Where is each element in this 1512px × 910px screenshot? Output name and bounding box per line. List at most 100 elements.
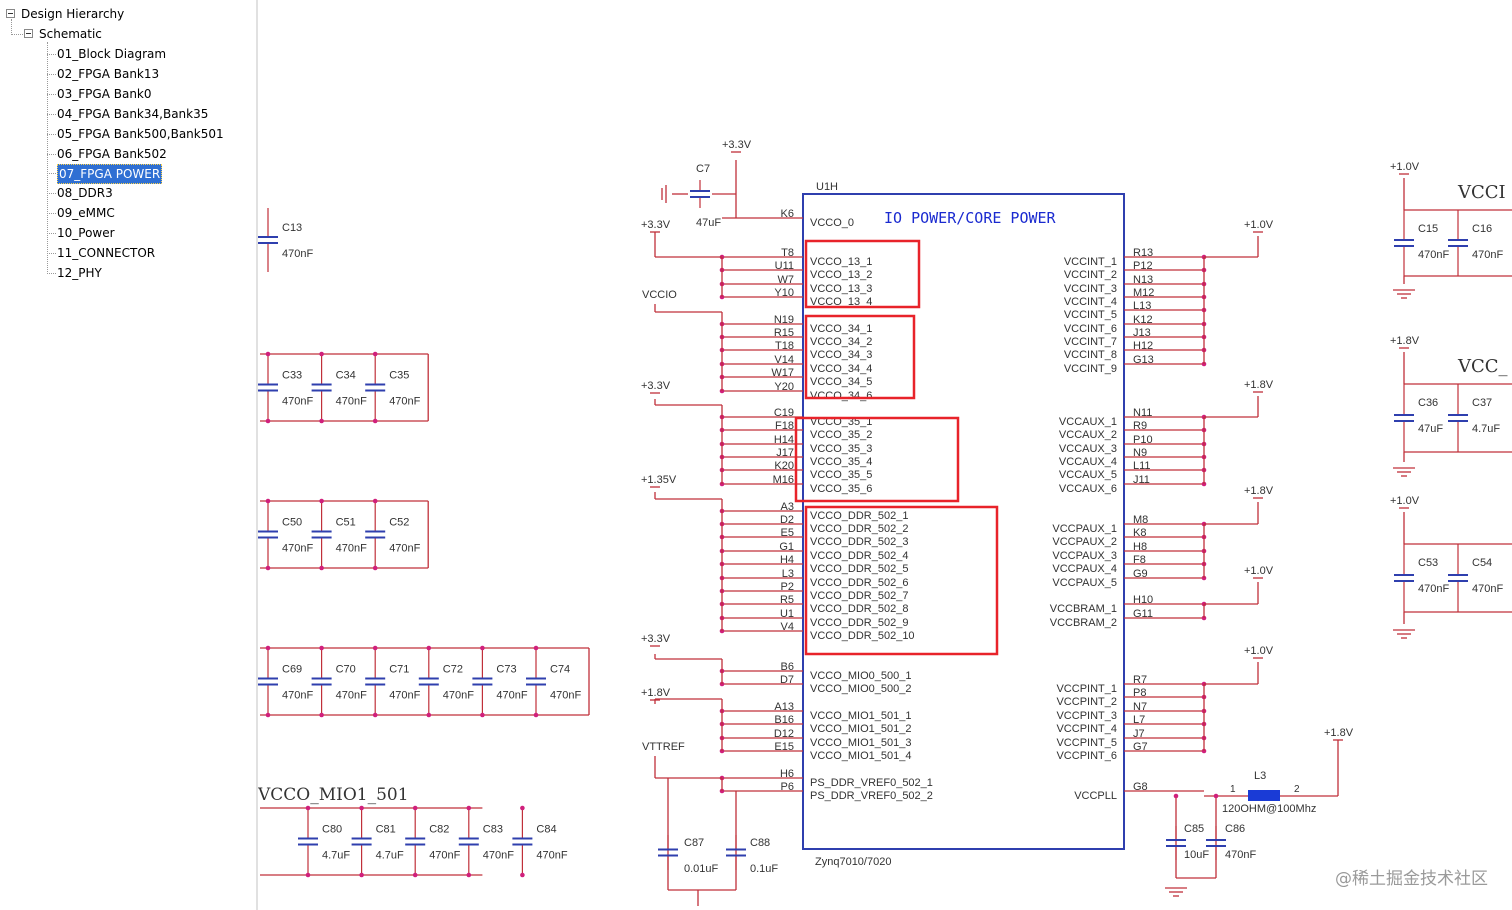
pin-name: VCCINT_2 bbox=[1064, 269, 1117, 281]
pin-name: VCCO_34_2 bbox=[810, 336, 872, 348]
collapse-icon[interactable] bbox=[6, 9, 15, 18]
tree-line bbox=[47, 153, 56, 155]
section-title: VCC_ bbox=[1457, 356, 1508, 377]
pin-number: N13 bbox=[1133, 274, 1153, 286]
pin-name: VCCINT_4 bbox=[1064, 296, 1117, 308]
junction-dot bbox=[265, 351, 271, 357]
rail-label: VTTREF bbox=[642, 741, 685, 753]
pin-number: Y20 bbox=[774, 381, 794, 393]
pin-number: R9 bbox=[1133, 420, 1147, 432]
junction-dot bbox=[265, 645, 271, 651]
junction-dot bbox=[426, 712, 432, 718]
pin-name: VCCO_13_3 bbox=[810, 283, 872, 295]
cap-value: 470nF bbox=[1472, 249, 1503, 261]
junction-dot bbox=[533, 712, 539, 718]
tree-root-label: Design Hierarchy bbox=[21, 7, 125, 21]
junction-dot bbox=[359, 805, 364, 811]
cap-ref: C13 bbox=[282, 222, 302, 234]
rail-label: +1.8V bbox=[1324, 727, 1354, 739]
junction-dot bbox=[265, 418, 271, 424]
inductor-pin: 2 bbox=[1294, 784, 1300, 795]
junction-dot bbox=[372, 645, 378, 651]
junction-dot bbox=[359, 872, 364, 878]
pin-number: M12 bbox=[1133, 287, 1154, 299]
cap-value: 4.7uF bbox=[376, 850, 404, 862]
pin-name: VCCBRAM_1 bbox=[1050, 603, 1117, 615]
pin-name: VCCO_DDR_502_7 bbox=[810, 590, 908, 602]
inductor-value: 120OHM@100Mhz bbox=[1222, 803, 1316, 815]
pin-number: R15 bbox=[774, 327, 794, 339]
junction-dot bbox=[372, 498, 378, 504]
junction-dot bbox=[466, 805, 472, 811]
collapse-icon[interactable] bbox=[24, 29, 33, 38]
junction-dot bbox=[412, 872, 418, 878]
cap-ref: C51 bbox=[336, 517, 356, 529]
pin-name: PS_DDR_VREF0_502_1 bbox=[810, 777, 933, 789]
pin-number: H8 bbox=[1133, 541, 1147, 553]
tree-line bbox=[47, 73, 56, 75]
pin-name: VCCO_35_2 bbox=[810, 429, 872, 441]
pin-number: A13 bbox=[774, 701, 794, 713]
sidebar-page-label: 10_Power bbox=[57, 226, 115, 241]
cap-ref: C36 bbox=[1418, 397, 1438, 409]
tree-line bbox=[47, 173, 56, 175]
pin-number: K12 bbox=[1133, 314, 1153, 326]
pin-name: VCCO_DDR_502_8 bbox=[810, 603, 908, 615]
pin-number: U11 bbox=[775, 260, 794, 272]
junction-dot bbox=[265, 712, 271, 718]
pin-name: VCCAUX_1 bbox=[1059, 416, 1117, 428]
pin-name: VCCO_DDR_502_6 bbox=[810, 577, 908, 589]
cap-ref: C33 bbox=[282, 370, 302, 382]
sidebar-page-label: 01_Block Diagram bbox=[57, 47, 167, 61]
pin-number: P10 bbox=[1133, 434, 1153, 446]
cap-ref: C69 bbox=[282, 664, 302, 676]
pin-number: F8 bbox=[1133, 554, 1146, 566]
pin-number: U1 bbox=[780, 608, 794, 620]
junction-dot bbox=[265, 498, 271, 504]
pin-name: VCCPLL bbox=[1074, 790, 1117, 802]
cap-value: 47uF bbox=[1418, 423, 1443, 435]
pin-name: VCCBRAM_2 bbox=[1050, 617, 1117, 629]
pin-number: G9 bbox=[1133, 568, 1148, 580]
cap-ref: C88 bbox=[750, 837, 770, 849]
junction-dot bbox=[372, 565, 378, 571]
junction-dot bbox=[426, 645, 432, 651]
pin-number: D12 bbox=[774, 728, 794, 740]
pin-name: VCCO_34_5 bbox=[810, 376, 872, 388]
cap-value: 470nF bbox=[1418, 249, 1449, 261]
cap-value: 470nF bbox=[1225, 849, 1256, 861]
design-hierarchy-panel: Design Hierarchy Schematic 01_Block Diag… bbox=[0, 0, 258, 910]
junction-dot bbox=[319, 418, 324, 424]
pin-name: VCCO_34_3 bbox=[810, 349, 872, 361]
cap-value: 470nF bbox=[389, 396, 420, 408]
cap-ref: C7 bbox=[696, 163, 710, 175]
pin-number: J17 bbox=[776, 447, 794, 459]
tree-line bbox=[47, 42, 48, 274]
rail-label: +3.3V bbox=[641, 633, 671, 645]
pin-name: VCCINT_7 bbox=[1064, 336, 1117, 348]
cap-value: 470nF bbox=[1472, 583, 1503, 595]
pin-number: K8 bbox=[1133, 527, 1146, 539]
chip-part: Zynq7010/7020 bbox=[815, 856, 891, 868]
junction-dot bbox=[319, 645, 324, 651]
junction-dot bbox=[520, 805, 525, 811]
pin-number: V4 bbox=[781, 621, 794, 633]
rail-label: +1.0V bbox=[1244, 219, 1274, 231]
junction-dot bbox=[533, 645, 539, 651]
cap-ref: C15 bbox=[1418, 223, 1438, 235]
cap-value: 470nF bbox=[336, 396, 367, 408]
pin-name: VCCAUX_6 bbox=[1059, 483, 1117, 495]
pin-number: J7 bbox=[1133, 728, 1145, 740]
pin-name: VCCO_DDR_502_3 bbox=[810, 536, 908, 548]
cap-ref: C74 bbox=[550, 664, 570, 676]
pin-number: H6 bbox=[780, 768, 794, 780]
pin-number: W17 bbox=[771, 367, 794, 379]
rail-label: +3.3V bbox=[641, 380, 671, 392]
pin-name: VCCO_MIO1_501_1 bbox=[810, 710, 912, 722]
pin-number: G1 bbox=[779, 541, 794, 553]
cap-value: 470nF bbox=[282, 396, 313, 408]
tree-node-label: Schematic bbox=[39, 27, 102, 41]
pin-number: Y10 bbox=[774, 287, 794, 299]
cap-ref: C73 bbox=[496, 664, 516, 676]
